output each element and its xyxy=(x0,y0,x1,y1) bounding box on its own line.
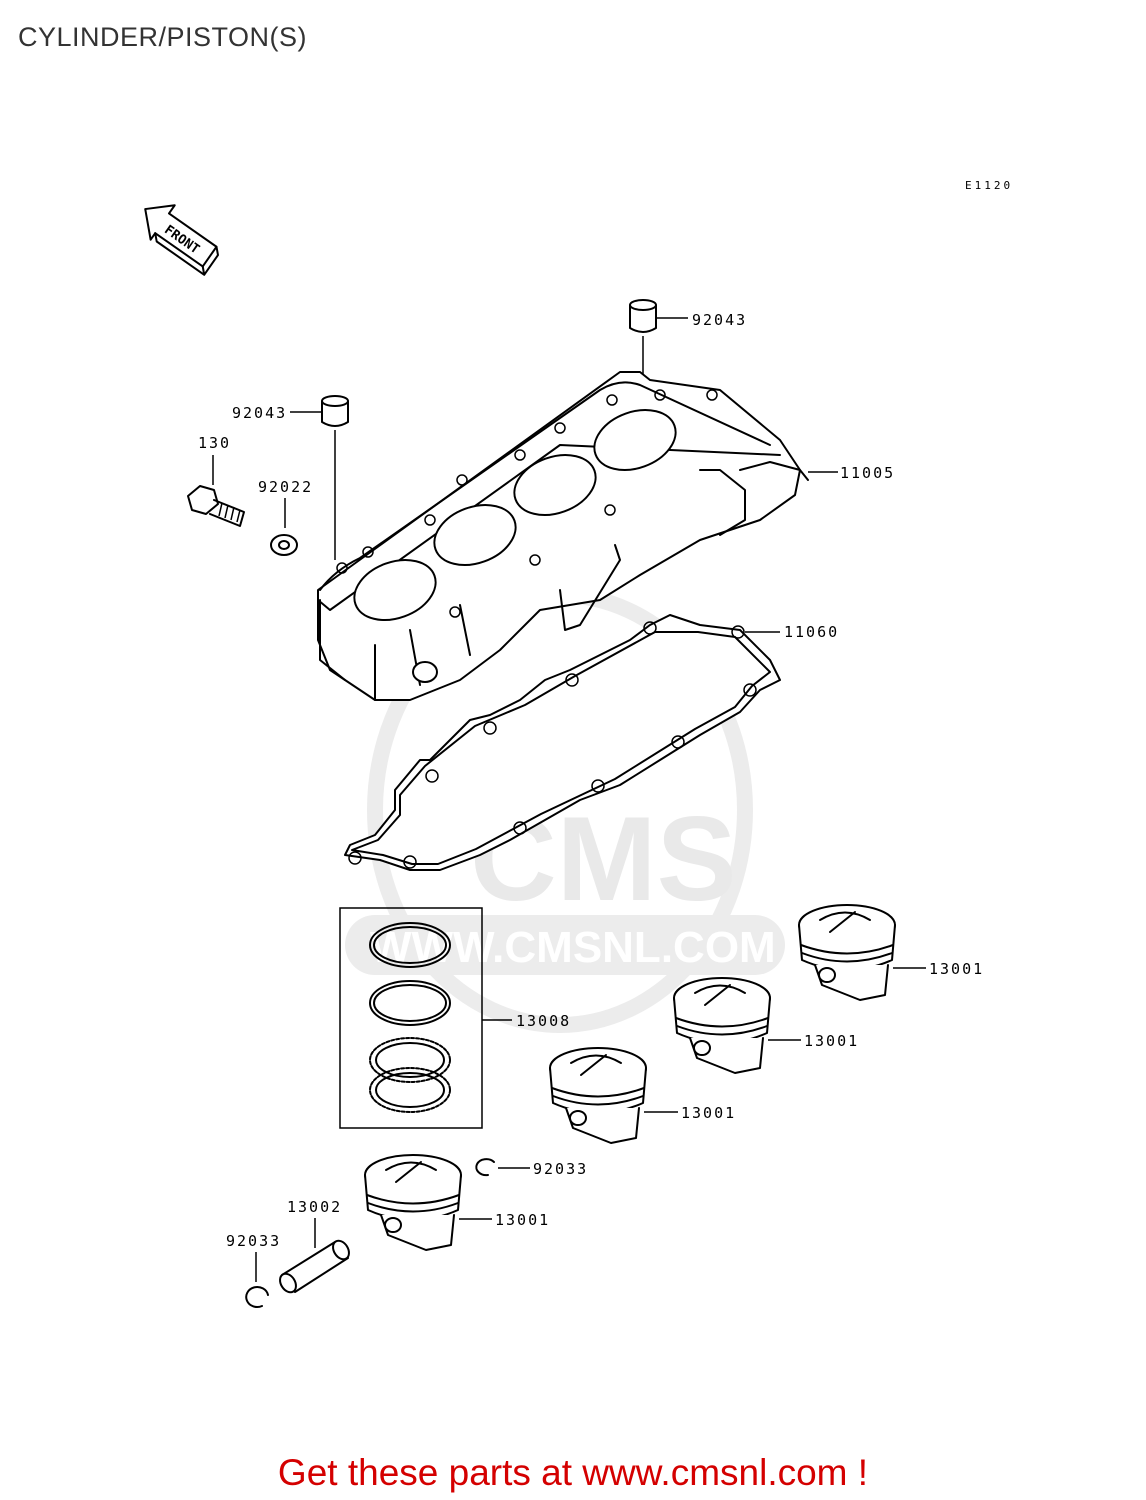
bolt[interactable]: 130 xyxy=(187,434,245,527)
label-92033-right[interactable]: 92033 xyxy=(533,1160,588,1178)
dowel-pin-left[interactable]: 92043 xyxy=(232,395,349,560)
label-13001-a[interactable]: 13001 xyxy=(929,960,984,978)
piston-ring-set[interactable]: 13008 xyxy=(339,907,571,1129)
piston-3[interactable]: 13001 xyxy=(549,1047,736,1144)
diagram-code: E1120 xyxy=(965,179,1013,192)
watermark-url: WWW.CMSNL.COM xyxy=(370,923,776,972)
label-92033-left[interactable]: 92033 xyxy=(226,1232,281,1250)
dowel-pin-top[interactable]: 92043 xyxy=(629,299,747,395)
label-11005[interactable]: 11005 xyxy=(840,464,895,482)
piston-2[interactable]: 13001 xyxy=(673,977,859,1074)
piston-1[interactable]: 13001 xyxy=(798,904,984,1001)
label-13002[interactable]: 13002 xyxy=(287,1198,342,1216)
front-arrow-icon: FRONT xyxy=(144,204,219,276)
label-13008[interactable]: 13008 xyxy=(516,1012,571,1030)
label-11060[interactable]: 11060 xyxy=(784,623,839,641)
label-92022[interactable]: 92022 xyxy=(258,478,313,496)
cylinder-block[interactable]: 11005 xyxy=(317,371,895,701)
head-gasket[interactable]: 11060 xyxy=(344,614,839,871)
page-title: CYLINDER/PISTON(S) xyxy=(18,22,308,52)
label-13001-c[interactable]: 13001 xyxy=(681,1104,736,1122)
washer[interactable]: 92022 xyxy=(258,478,313,556)
label-130[interactable]: 130 xyxy=(198,434,231,452)
promo-link[interactable]: Get these parts at www.cmsnl.com ! xyxy=(277,1452,869,1493)
label-92043-left[interactable]: 92043 xyxy=(232,404,287,422)
piston-4[interactable]: 13001 xyxy=(364,1154,550,1251)
piston-pin[interactable]: 13002 xyxy=(277,1198,352,1295)
snap-ring-right[interactable]: 92033 xyxy=(475,1158,588,1178)
snap-ring-left[interactable]: 92033 xyxy=(226,1232,281,1308)
label-13001-d[interactable]: 13001 xyxy=(495,1211,550,1229)
label-13001-b[interactable]: 13001 xyxy=(804,1032,859,1050)
label-92043-top[interactable]: 92043 xyxy=(692,311,747,329)
